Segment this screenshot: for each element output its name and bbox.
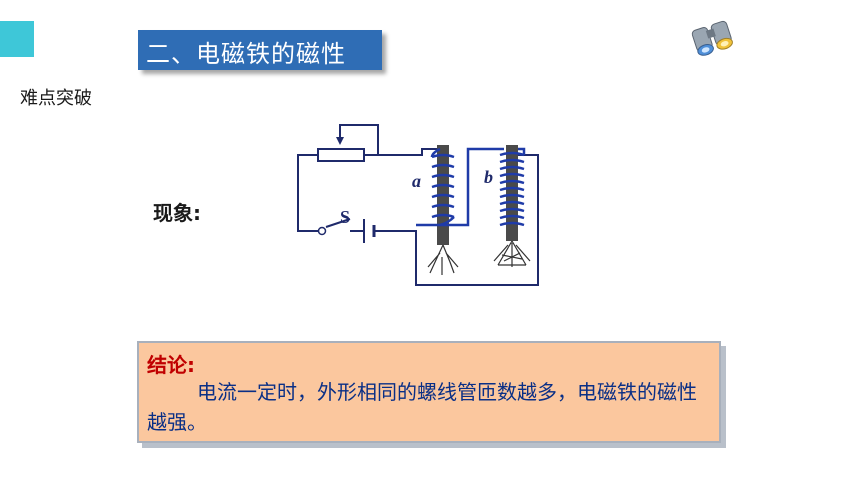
section-label: 难点突破 [20, 88, 92, 109]
coil-b-label: b [484, 167, 493, 187]
coil-a-label: a [412, 171, 421, 191]
conclusion-box: 结论: 电流一定时，外形相同的螺线管匝数越多，电磁铁的磁性越强。 [137, 341, 721, 443]
conclusion-title: 结论: [147, 353, 195, 377]
circuit-diagram: S a b [297, 124, 539, 286]
accent-square [0, 21, 34, 57]
slide-title: 二、电磁铁的磁性 [146, 40, 346, 68]
conclusion-body: 电流一定时，外形相同的螺线管匝数越多，电磁铁的磁性越强。 [147, 380, 697, 434]
title-banner: 二、电磁铁的磁性 [138, 30, 382, 70]
pins-a [427, 244, 459, 275]
rheostat-arrow [336, 137, 344, 145]
switch-label: S [340, 207, 350, 227]
binoculars-icon [691, 20, 733, 56]
phenomenon-label: 现象: [153, 201, 201, 225]
pins-b [493, 240, 531, 267]
